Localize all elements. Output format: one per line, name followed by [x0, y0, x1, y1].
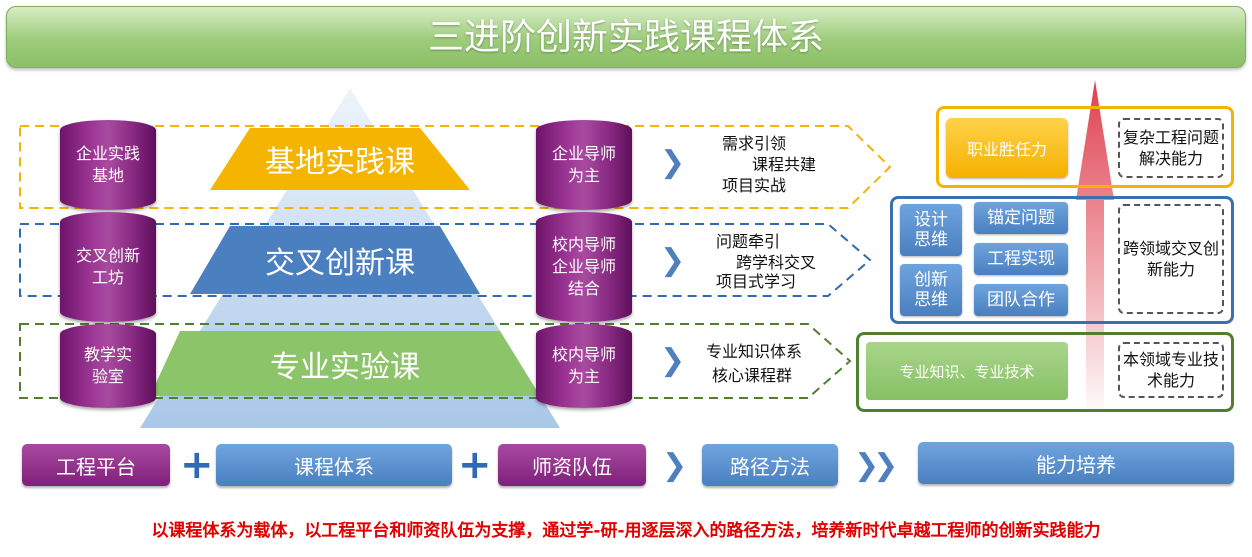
- faculty-team: 师资队伍: [498, 444, 646, 486]
- skill-anchor-problem: 锚定问题: [974, 202, 1068, 234]
- ability-group-top: [936, 106, 1234, 188]
- faculty-combined: 校内导师企业导师结合: [536, 212, 632, 322]
- innovation-thinking: 创新思维: [900, 264, 962, 316]
- ability-group-bottom: [856, 332, 1234, 412]
- platform-innovation-workshop: 交叉创新工坊: [60, 212, 156, 322]
- skill-teamwork: 团队合作: [974, 284, 1068, 316]
- desc-line: 跨学科交叉: [736, 253, 817, 272]
- platform-lab: 教学实验室: [60, 324, 156, 408]
- plus-icon: +: [180, 442, 214, 488]
- chevron-right-icon: ❯: [660, 243, 686, 278]
- desc-line: 项目实战: [722, 176, 787, 195]
- ability-complex-problem: 复杂工程问题解决能力: [1118, 118, 1224, 178]
- footer-summary: 以课程体系为载体，以工程平台和师资队伍为支撑，通过学-研-用逐层深入的路径方法，…: [151, 521, 1101, 541]
- plus-icon: +: [458, 442, 492, 488]
- faculty-campus: 校内导师为主: [536, 324, 632, 408]
- path-method: 路径方法: [702, 444, 838, 486]
- double-chevron-icon: ❯❯: [854, 448, 898, 483]
- ability-competence: 职业胜任力: [946, 118, 1068, 178]
- chevron-right-icon: ❯: [662, 448, 688, 483]
- row-bands: [19, 125, 892, 399]
- ability-domain-skill: 本领域专业技术能力: [1118, 342, 1224, 398]
- desc-line: 需求引领: [722, 134, 787, 153]
- platform-enterprise-base: 企业实践基地: [60, 120, 156, 210]
- desc-line: 问题牵引: [716, 232, 781, 251]
- up-arrow-icon: [1076, 80, 1114, 420]
- course-shapes: [150, 128, 540, 396]
- course-base-practice: 基地实践课: [265, 145, 415, 180]
- trap-base: [210, 128, 470, 190]
- faculty-enterprise: 企业导师为主: [536, 120, 632, 210]
- band-cross-innovation: [19, 223, 872, 297]
- desc-line: 项目式学习: [716, 272, 797, 291]
- desc-line: 专业知识体系: [706, 342, 803, 361]
- course-cross-innovation: 交叉创新课: [265, 246, 415, 281]
- chevron-right-icon: ❯: [660, 145, 686, 180]
- band-base-practice: [19, 125, 892, 209]
- band-lab: [19, 323, 852, 399]
- desc-line: 核心课程群: [712, 366, 793, 385]
- trap-lab: [150, 331, 540, 396]
- ability-group-mid: [890, 196, 1234, 324]
- engineering-platform: 工程平台: [22, 444, 170, 486]
- course-lab: 专业实验课: [270, 349, 420, 385]
- trap-cross: [190, 226, 480, 294]
- skill-engineering: 工程实现: [974, 243, 1068, 275]
- curriculum-system: 课程体系: [216, 444, 452, 486]
- ability-cultivation: 能力培养: [918, 442, 1234, 484]
- design-thinking: 设计思维: [900, 204, 962, 256]
- ability-cross-domain: 跨领域交叉创新能力: [1118, 204, 1224, 314]
- chevron-right-icon: ❯: [660, 343, 686, 378]
- ability-knowledge: 专业知识、专业技术: [866, 342, 1068, 400]
- desc-line: 课程共建: [752, 155, 817, 174]
- page-title: 三进阶创新实践课程体系: [6, 6, 1246, 68]
